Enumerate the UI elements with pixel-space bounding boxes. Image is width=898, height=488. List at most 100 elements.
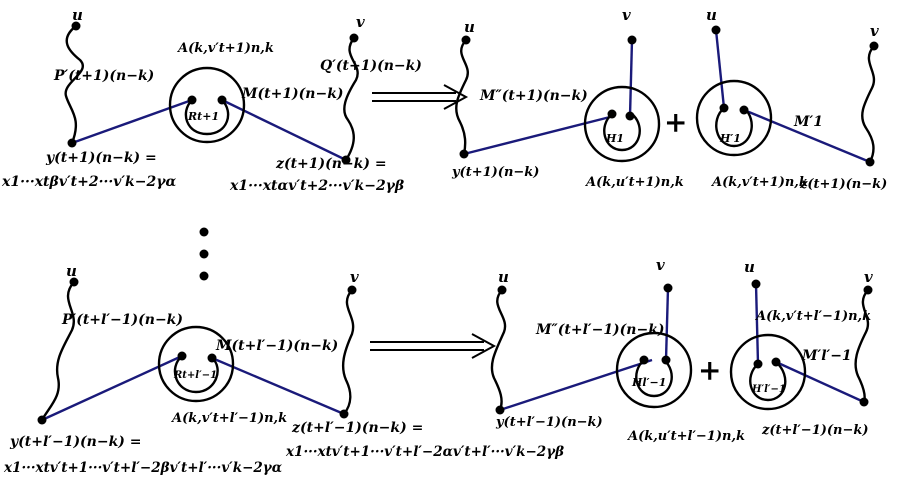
vertex-u-top-a	[461, 35, 471, 45]
path-q-bottom	[341, 289, 355, 415]
hub-node-right-top-b	[739, 105, 749, 115]
hub-node-left-bottom	[177, 351, 187, 361]
hub-node-left-bottom-a	[639, 355, 649, 365]
hub-node-right-bottom-b	[771, 357, 781, 367]
label-z-value: x1···xtαv′t+2···v′k−2γβ	[229, 178, 405, 194]
path-q-top	[343, 37, 359, 161]
hub-node-left-top-b	[719, 103, 729, 113]
vertex-u-bottom-left	[69, 277, 79, 287]
hub-node-right-top	[217, 95, 227, 105]
edge-y-to-hub-top-a	[463, 114, 615, 156]
hub-outer-ring-top	[168, 66, 246, 144]
label-z: z(t+1)(n−k)	[799, 177, 887, 192]
hub-inner-ring-bottom-b	[749, 361, 787, 402]
label-inner-h: Hl′−1	[631, 376, 666, 389]
hub-node-right-top-a	[625, 111, 635, 121]
vertex-y-top-a	[459, 149, 469, 159]
vertex-u-bottom-b	[751, 279, 761, 289]
plus-sign-top: +	[664, 106, 687, 139]
path-m-double-prime-bottom	[490, 289, 507, 411]
path-v-to-z-top-b	[861, 45, 876, 163]
label-inner-h: H′l′−1	[751, 384, 786, 395]
label-u: u	[72, 6, 83, 24]
path-v-to-z-bottom-b	[854, 289, 870, 403]
path-m-double-prime-top	[455, 39, 469, 155]
vertex-v-top-a	[627, 35, 637, 45]
label-inner-h: H′1	[719, 132, 741, 145]
bottom-right-panel-a: u v M″(t+l′−1)(n−k) Hl′−1 y(t+l′−1)(n−k)…	[490, 256, 745, 444]
hub-inner-ring-bottom	[173, 355, 219, 394]
vertex-u-top-left	[71, 21, 81, 31]
label-hub: A(k,u′t+l′−1)n,k	[626, 429, 745, 444]
vertical-ellipsis	[199, 227, 209, 281]
hub-inner-ring-top-b	[715, 107, 753, 148]
hub-inner-ring-bottom-a	[635, 359, 673, 398]
edge-v-to-hub-bottom-a	[664, 287, 670, 361]
hub-outer-ring-top-b	[695, 79, 773, 157]
edge-hub-to-z-bottom-b	[775, 360, 865, 404]
bottom-left-panel: u v P′(t+l′−1)(n−k) M(t+l′−1)(n−k) Rt+l′…	[3, 262, 564, 476]
path-p-bottom	[40, 281, 75, 421]
vertex-v-bottom-b	[863, 285, 873, 295]
plus-sign-bottom: +	[698, 354, 721, 387]
hub-outer-ring-bottom	[157, 325, 235, 403]
label-path-p: P′(t+1)(n−k)	[53, 68, 154, 84]
label-y-value: x1···xtβv′t+2···v′k−2γα	[1, 174, 176, 190]
label-v: v	[656, 256, 665, 274]
label-hub: A(k,v′t+1)n,k	[710, 175, 808, 190]
label-y: y(t+1)(n−k)	[451, 165, 539, 180]
label-u: u	[744, 258, 755, 276]
label-u: u	[498, 268, 509, 286]
top-right-panel-b: u v H′1 M′1 A(k,v′t+1)n,k z(t+1)(n−k)	[695, 6, 887, 192]
vertex-v-bottom-left	[347, 285, 357, 295]
vertex-u-bottom-a	[497, 285, 507, 295]
label-path-p: P′(t+l′−1)(n−k)	[61, 312, 183, 328]
label-edge-m: M′1	[793, 114, 823, 130]
vertex-u-top-b	[711, 25, 721, 35]
bottom-implies-arrow	[370, 333, 497, 359]
label-path-m: M″(t+l′−1)(n−k)	[535, 322, 665, 338]
label-hub: A(k,v′t+l′−1)n,k	[170, 411, 287, 426]
label-v: v	[622, 6, 631, 24]
edge-y-to-hub-bottom-a	[499, 358, 653, 412]
top-implies-arrow	[372, 84, 469, 110]
top-left-panel: u v P′(t+1)(n−k) Q′(t+1)(n−k) A(k,v′t+1)…	[1, 6, 422, 194]
label-edge-m: M(t+l′−1)(n−k)	[215, 338, 338, 354]
vertex-z-top-b	[865, 157, 875, 167]
vertex-y-top-left	[67, 138, 77, 148]
path-p-top	[64, 25, 84, 144]
hub-node-left-top-a	[607, 109, 617, 119]
label-u: u	[706, 6, 717, 24]
top-right-panel-a: u v M″(t+1)(n−k) H1 y(t+1)(n−k) A(k,u′t+…	[451, 6, 684, 190]
hub-inner-ring-top-a	[603, 113, 641, 152]
label-z: z(t+l′−1)(n−k)	[761, 423, 869, 438]
label-path-m: M″(t+1)(n−k)	[479, 88, 588, 104]
vertex-v-top-b	[869, 41, 879, 51]
vertex-y-bottom-a	[495, 405, 505, 415]
label-hub: A(k,v′t+l′−1)n,k	[754, 309, 871, 324]
vertex-v-bottom-a	[663, 283, 673, 293]
vertex-z-bottom-left	[339, 409, 349, 419]
label-inner-r: Rt+1	[187, 110, 219, 123]
label-y: y(t+1)(n−k) =	[45, 150, 157, 166]
label-inner-h: H1	[605, 132, 624, 145]
edge-hub-to-z-top	[221, 98, 347, 162]
edge-v-to-hub-top-a	[628, 39, 634, 117]
hub-node-left-bottom-b	[753, 359, 763, 369]
vertex-z-top-left	[341, 155, 351, 165]
hub-node-right-bottom-a	[661, 355, 671, 365]
vertex-z-bottom-b	[859, 397, 869, 407]
edge-y-to-hub-top	[71, 98, 193, 145]
label-v: v	[864, 268, 873, 286]
edge-y-to-hub-bottom	[41, 354, 183, 422]
label-edge-m: M′l′−1	[801, 348, 852, 364]
label-z: z(t+l′−1)(n−k) =	[291, 420, 423, 436]
label-y: y(t+l′−1)(n−k)	[495, 415, 603, 430]
label-u: u	[66, 262, 77, 280]
label-v: v	[350, 268, 359, 286]
hub-node-right-bottom	[207, 353, 217, 363]
label-u: u	[464, 18, 475, 36]
vertex-y-bottom-left	[37, 415, 47, 425]
label-hub: A(k,u′t+1)n,k	[584, 175, 684, 190]
hub-inner-ring-top	[184, 99, 230, 136]
